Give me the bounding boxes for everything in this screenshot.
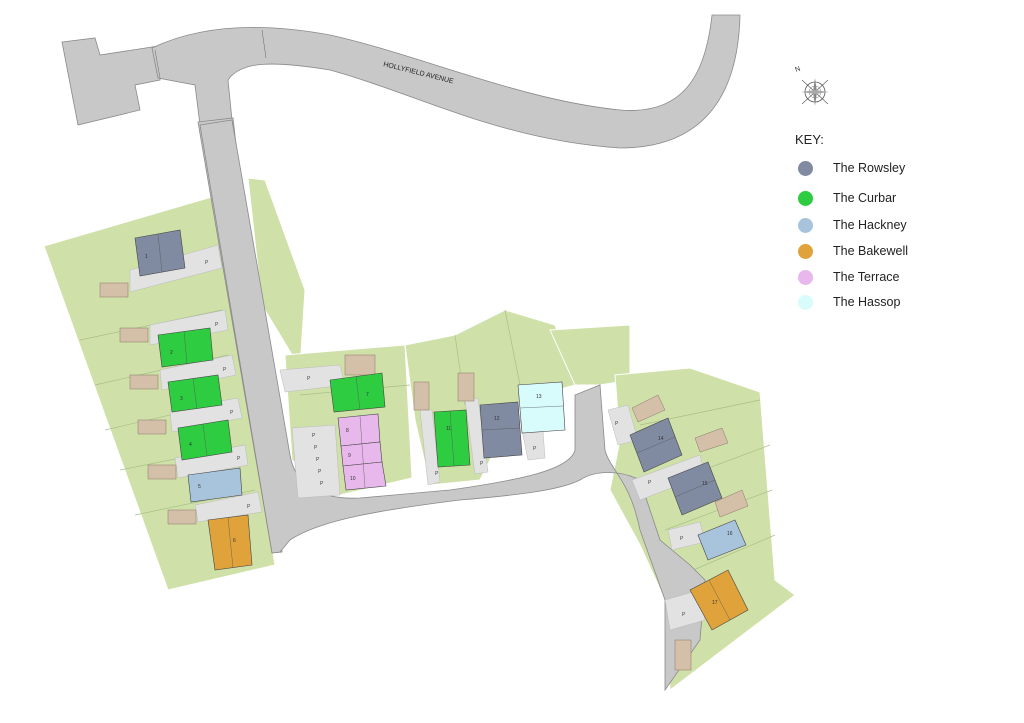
compass-icon: N xyxy=(794,66,829,106)
key-dot xyxy=(798,160,813,176)
svg-text:1: 1 xyxy=(145,254,148,260)
house-plot-6 xyxy=(207,514,253,571)
house-plot-13 xyxy=(517,381,566,434)
svg-text:P: P xyxy=(320,481,324,487)
svg-text:P: P xyxy=(312,433,316,439)
svg-text:P: P xyxy=(533,446,537,452)
svg-text:P: P xyxy=(435,471,439,477)
svg-text:P: P xyxy=(247,504,251,510)
svg-text:P: P xyxy=(307,376,311,382)
svg-text:16: 16 xyxy=(727,531,733,537)
svg-text:N: N xyxy=(794,66,801,74)
roads xyxy=(61,14,741,692)
key-title: KEY: xyxy=(795,132,824,147)
key-item-terrace: The Terrace xyxy=(798,267,899,287)
svg-text:12: 12 xyxy=(494,416,500,422)
svg-text:P: P xyxy=(215,322,219,328)
kerb-lines xyxy=(154,29,267,79)
svg-text:P: P xyxy=(314,445,318,451)
svg-text:P: P xyxy=(237,456,241,462)
svg-text:4: 4 xyxy=(189,442,192,448)
svg-text:17: 17 xyxy=(712,600,718,606)
key-item-bakewell: The Bakewell xyxy=(798,241,908,261)
svg-text:8: 8 xyxy=(346,428,349,434)
svg-text:3: 3 xyxy=(180,396,183,402)
roof-ridges xyxy=(157,233,731,621)
plot-numbers: 1 2 3 4 5 6 7 8 9 10 11 12 13 14 15 16 1… xyxy=(145,254,733,606)
svg-text:7: 7 xyxy=(366,392,369,398)
key-dot xyxy=(798,269,813,285)
houses xyxy=(134,229,749,631)
svg-text:P: P xyxy=(648,480,652,486)
house-plot-10 xyxy=(342,461,387,491)
svg-text:14: 14 xyxy=(658,436,664,442)
svg-text:6: 6 xyxy=(233,538,236,544)
svg-text:P: P xyxy=(480,461,484,467)
garages xyxy=(99,282,749,671)
svg-text:P: P xyxy=(230,410,234,416)
house-plot-16 xyxy=(697,519,747,561)
key-item-hackney: The Hackney xyxy=(798,215,907,235)
house-plot-7 xyxy=(329,372,386,413)
key-dot xyxy=(798,243,813,259)
svg-text:P: P xyxy=(205,260,209,266)
key-dot xyxy=(798,190,813,206)
svg-text:2: 2 xyxy=(170,350,173,356)
parking-labels: P P P P P P P P P P P P P P P P P P P xyxy=(205,260,686,618)
svg-text:15: 15 xyxy=(702,481,708,487)
svg-text:P: P xyxy=(682,612,686,618)
house-plot-17 xyxy=(689,569,749,631)
svg-text:P: P xyxy=(318,469,322,475)
house-plot-5 xyxy=(187,467,243,503)
svg-text:9: 9 xyxy=(348,453,351,459)
svg-text:11: 11 xyxy=(446,426,451,432)
svg-text:P: P xyxy=(680,536,684,542)
key-item-curbar: The Curbar xyxy=(798,188,896,208)
svg-text:P: P xyxy=(316,457,320,463)
svg-text:P: P xyxy=(223,367,227,373)
key-item-rowsley: The Rowsley xyxy=(798,158,905,178)
svg-text:10: 10 xyxy=(350,476,356,482)
key-item-hassop: The Hassop xyxy=(798,292,900,312)
key-dot xyxy=(798,294,813,310)
house-plot-8 xyxy=(337,413,381,447)
svg-text:P: P xyxy=(615,421,619,427)
svg-text:5: 5 xyxy=(198,484,201,490)
key-dot xyxy=(798,217,813,233)
svg-text:13: 13 xyxy=(536,394,542,400)
house-plot-12 xyxy=(479,401,523,459)
